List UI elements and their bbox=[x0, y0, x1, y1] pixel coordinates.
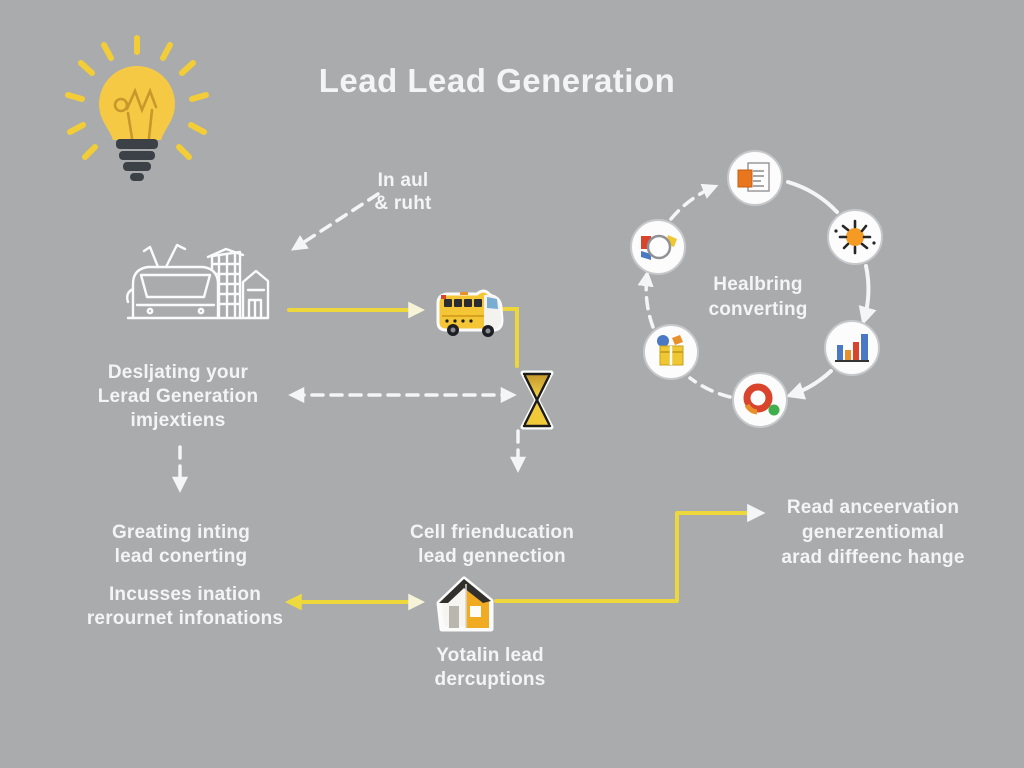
creating-label-line1: Greating inting bbox=[111, 522, 251, 543]
cycle-badges bbox=[630, 150, 883, 428]
creating-label: Greating inting lead conerting bbox=[66, 521, 296, 569]
document-icon bbox=[727, 150, 783, 206]
cycle-arc-left bbox=[637, 270, 655, 329]
target-icon bbox=[732, 372, 788, 428]
totalin-label-line1: Yotalin lead bbox=[436, 645, 544, 666]
increases-label: Incusses ination rerournet infonations bbox=[50, 583, 320, 631]
lightbulb-icon bbox=[65, 35, 209, 181]
school-bus-icon bbox=[436, 289, 504, 337]
bar-chart-icon bbox=[824, 320, 880, 376]
increases-label-line1: Incusses ination bbox=[108, 584, 262, 605]
cycle-arrows bbox=[637, 180, 877, 400]
cycle-arc-bottom-left bbox=[688, 376, 732, 399]
read-label-line2: generzentiomal bbox=[801, 522, 945, 543]
sun-icon bbox=[827, 209, 883, 265]
input-label-line1: In aul bbox=[377, 170, 429, 191]
designing-label: Desljating your Lerad Generation imjexti… bbox=[63, 361, 293, 433]
cycle-arc-top-right bbox=[786, 180, 839, 214]
yellow-elbow-bus-to-hourglass bbox=[500, 307, 519, 368]
cell-label-line2: lead gennection bbox=[418, 546, 566, 567]
designing-label-line2: Lerad Generation bbox=[97, 386, 259, 407]
page-title: Lead Lead Generation bbox=[318, 62, 676, 99]
house-icon bbox=[436, 576, 494, 632]
creating-label-line2: lead conerting bbox=[114, 546, 248, 567]
hourglass-icon bbox=[520, 370, 554, 430]
totalin-label: Yotalin lead dercuptions bbox=[375, 644, 605, 692]
yellow-elbow-house-to-read bbox=[494, 503, 766, 603]
flow-arrows bbox=[171, 192, 766, 611]
read-label-line1: Read anceervation bbox=[786, 497, 960, 518]
input-label: In aul & ruht bbox=[323, 169, 483, 215]
cell-label-line1: Cell frienducation bbox=[409, 522, 575, 543]
totalin-label-line2: dercuptions bbox=[434, 669, 546, 690]
cycle-center-label: Healbring converting bbox=[672, 272, 844, 322]
input-label-line2: & ruht bbox=[374, 193, 432, 214]
increases-label-line2: rerournet infonations bbox=[86, 608, 284, 629]
cycle-arc-top-left bbox=[669, 183, 719, 221]
cell-label: Cell frienducation lead gennection bbox=[377, 521, 607, 569]
designing-label-line3: imjextiens bbox=[130, 410, 226, 431]
cycle-arc-bottom-right bbox=[785, 369, 833, 400]
cycle-center-label-line2: converting bbox=[708, 299, 808, 320]
cycle-arc-right bbox=[858, 264, 877, 326]
read-label: Read anceervation generzentiomal arad di… bbox=[753, 495, 993, 570]
search-icon bbox=[630, 219, 686, 275]
dashed-arrow-to-city bbox=[290, 192, 380, 251]
designing-label-line1: Desljating your bbox=[107, 362, 249, 383]
cycle-center-label-line1: Healbring bbox=[713, 274, 803, 295]
city-buildings-icon bbox=[125, 243, 270, 320]
gift-icon bbox=[643, 324, 699, 380]
read-label-line3: arad diffeenc hange bbox=[781, 547, 965, 568]
